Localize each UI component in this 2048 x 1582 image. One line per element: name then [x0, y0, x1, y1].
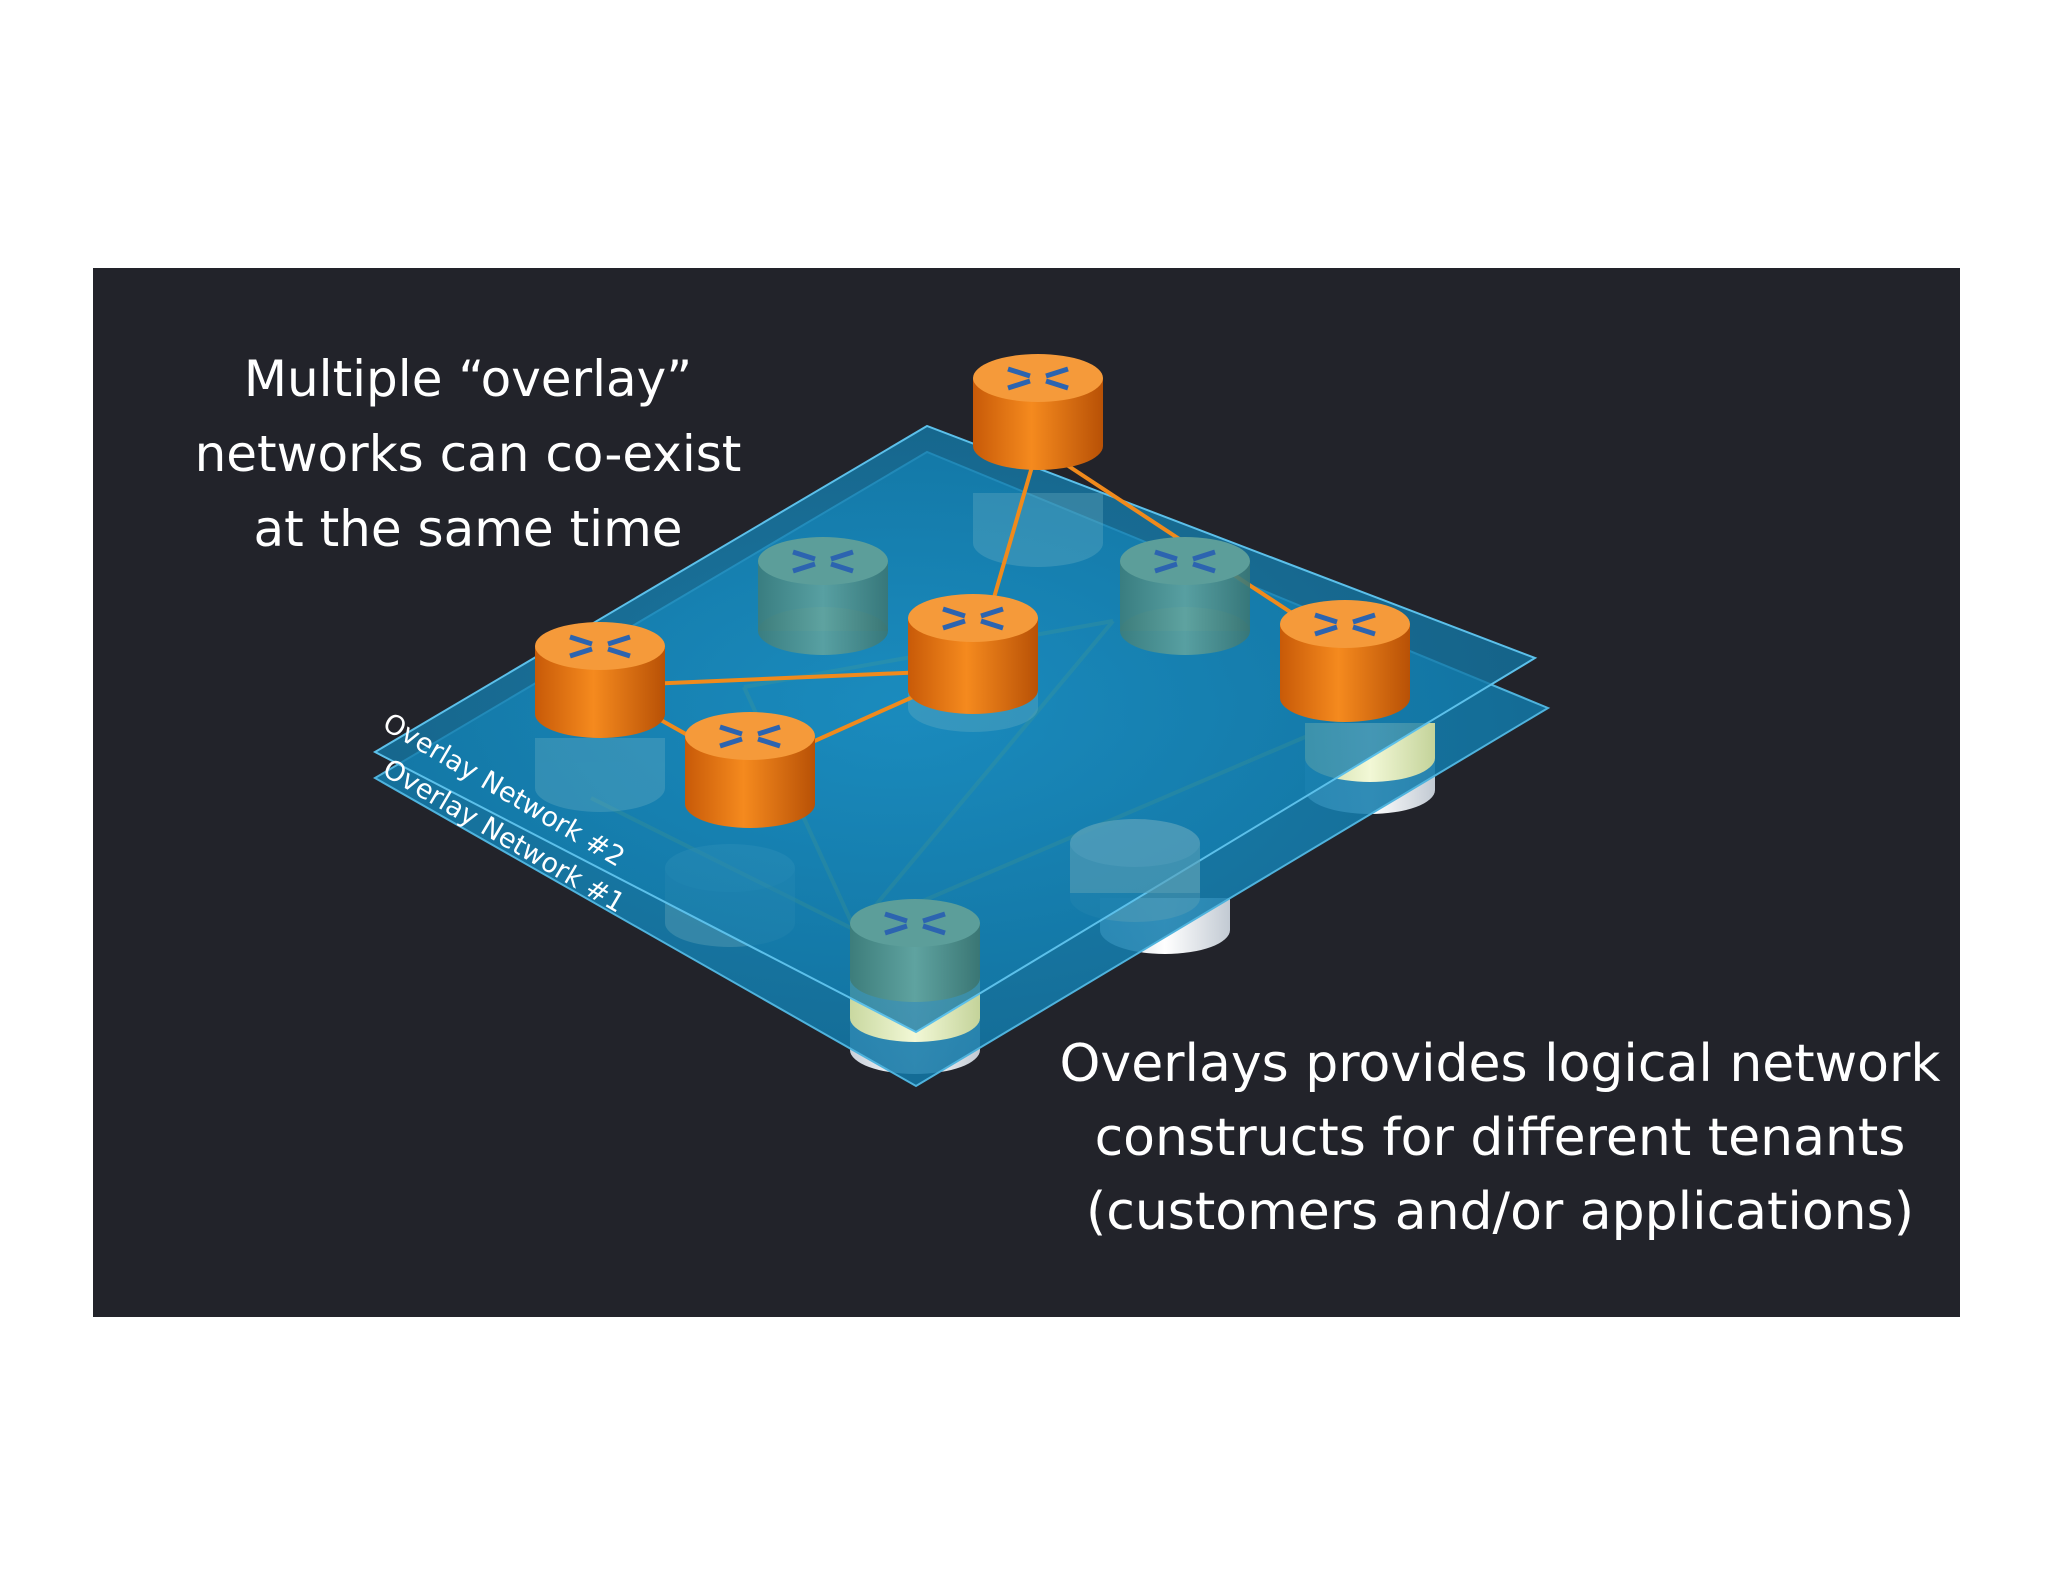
caption-top-line: at the same time — [253, 500, 683, 558]
router-icon — [1007, 366, 1069, 391]
orange-router — [535, 622, 665, 738]
overlay-network-diagram: Overlay Network #2 Overlay Network #1 — [372, 354, 1551, 1088]
orange-router — [908, 594, 1038, 714]
orange-router — [1280, 600, 1410, 722]
caption-bottom-line: constructs for different tenants — [1094, 1108, 1906, 1168]
router-icon — [569, 634, 631, 659]
orange-routers — [535, 354, 1410, 828]
router-icon — [719, 724, 781, 749]
router-icon — [942, 606, 1004, 631]
slide: Overlay Network #2 Overlay Network #1 Mu… — [93, 268, 1960, 1317]
caption-bottom-line: (customers and/or applications) — [1085, 1182, 1915, 1242]
teal-router — [1120, 537, 1250, 655]
caption-bottom-line: Overlays provides logical network — [1059, 1034, 1941, 1094]
caption-top-line: Multiple “overlay” — [243, 350, 693, 408]
router-icon — [1154, 549, 1216, 574]
teal-router — [758, 537, 888, 655]
teal-routers — [758, 537, 1250, 1002]
orange-router — [685, 712, 815, 828]
caption-top: Multiple “overlay” networks can co-exist… — [153, 342, 783, 567]
router-icon — [1314, 612, 1376, 637]
caption-top-line: networks can co-exist — [194, 425, 742, 483]
router-icon — [884, 911, 946, 936]
teal-router — [1070, 819, 1200, 893]
teal-router — [850, 899, 980, 1002]
caption-bottom: Overlays provides logical network constr… — [1000, 1027, 1960, 1249]
router-icon — [792, 549, 854, 574]
orange-router — [973, 354, 1103, 470]
